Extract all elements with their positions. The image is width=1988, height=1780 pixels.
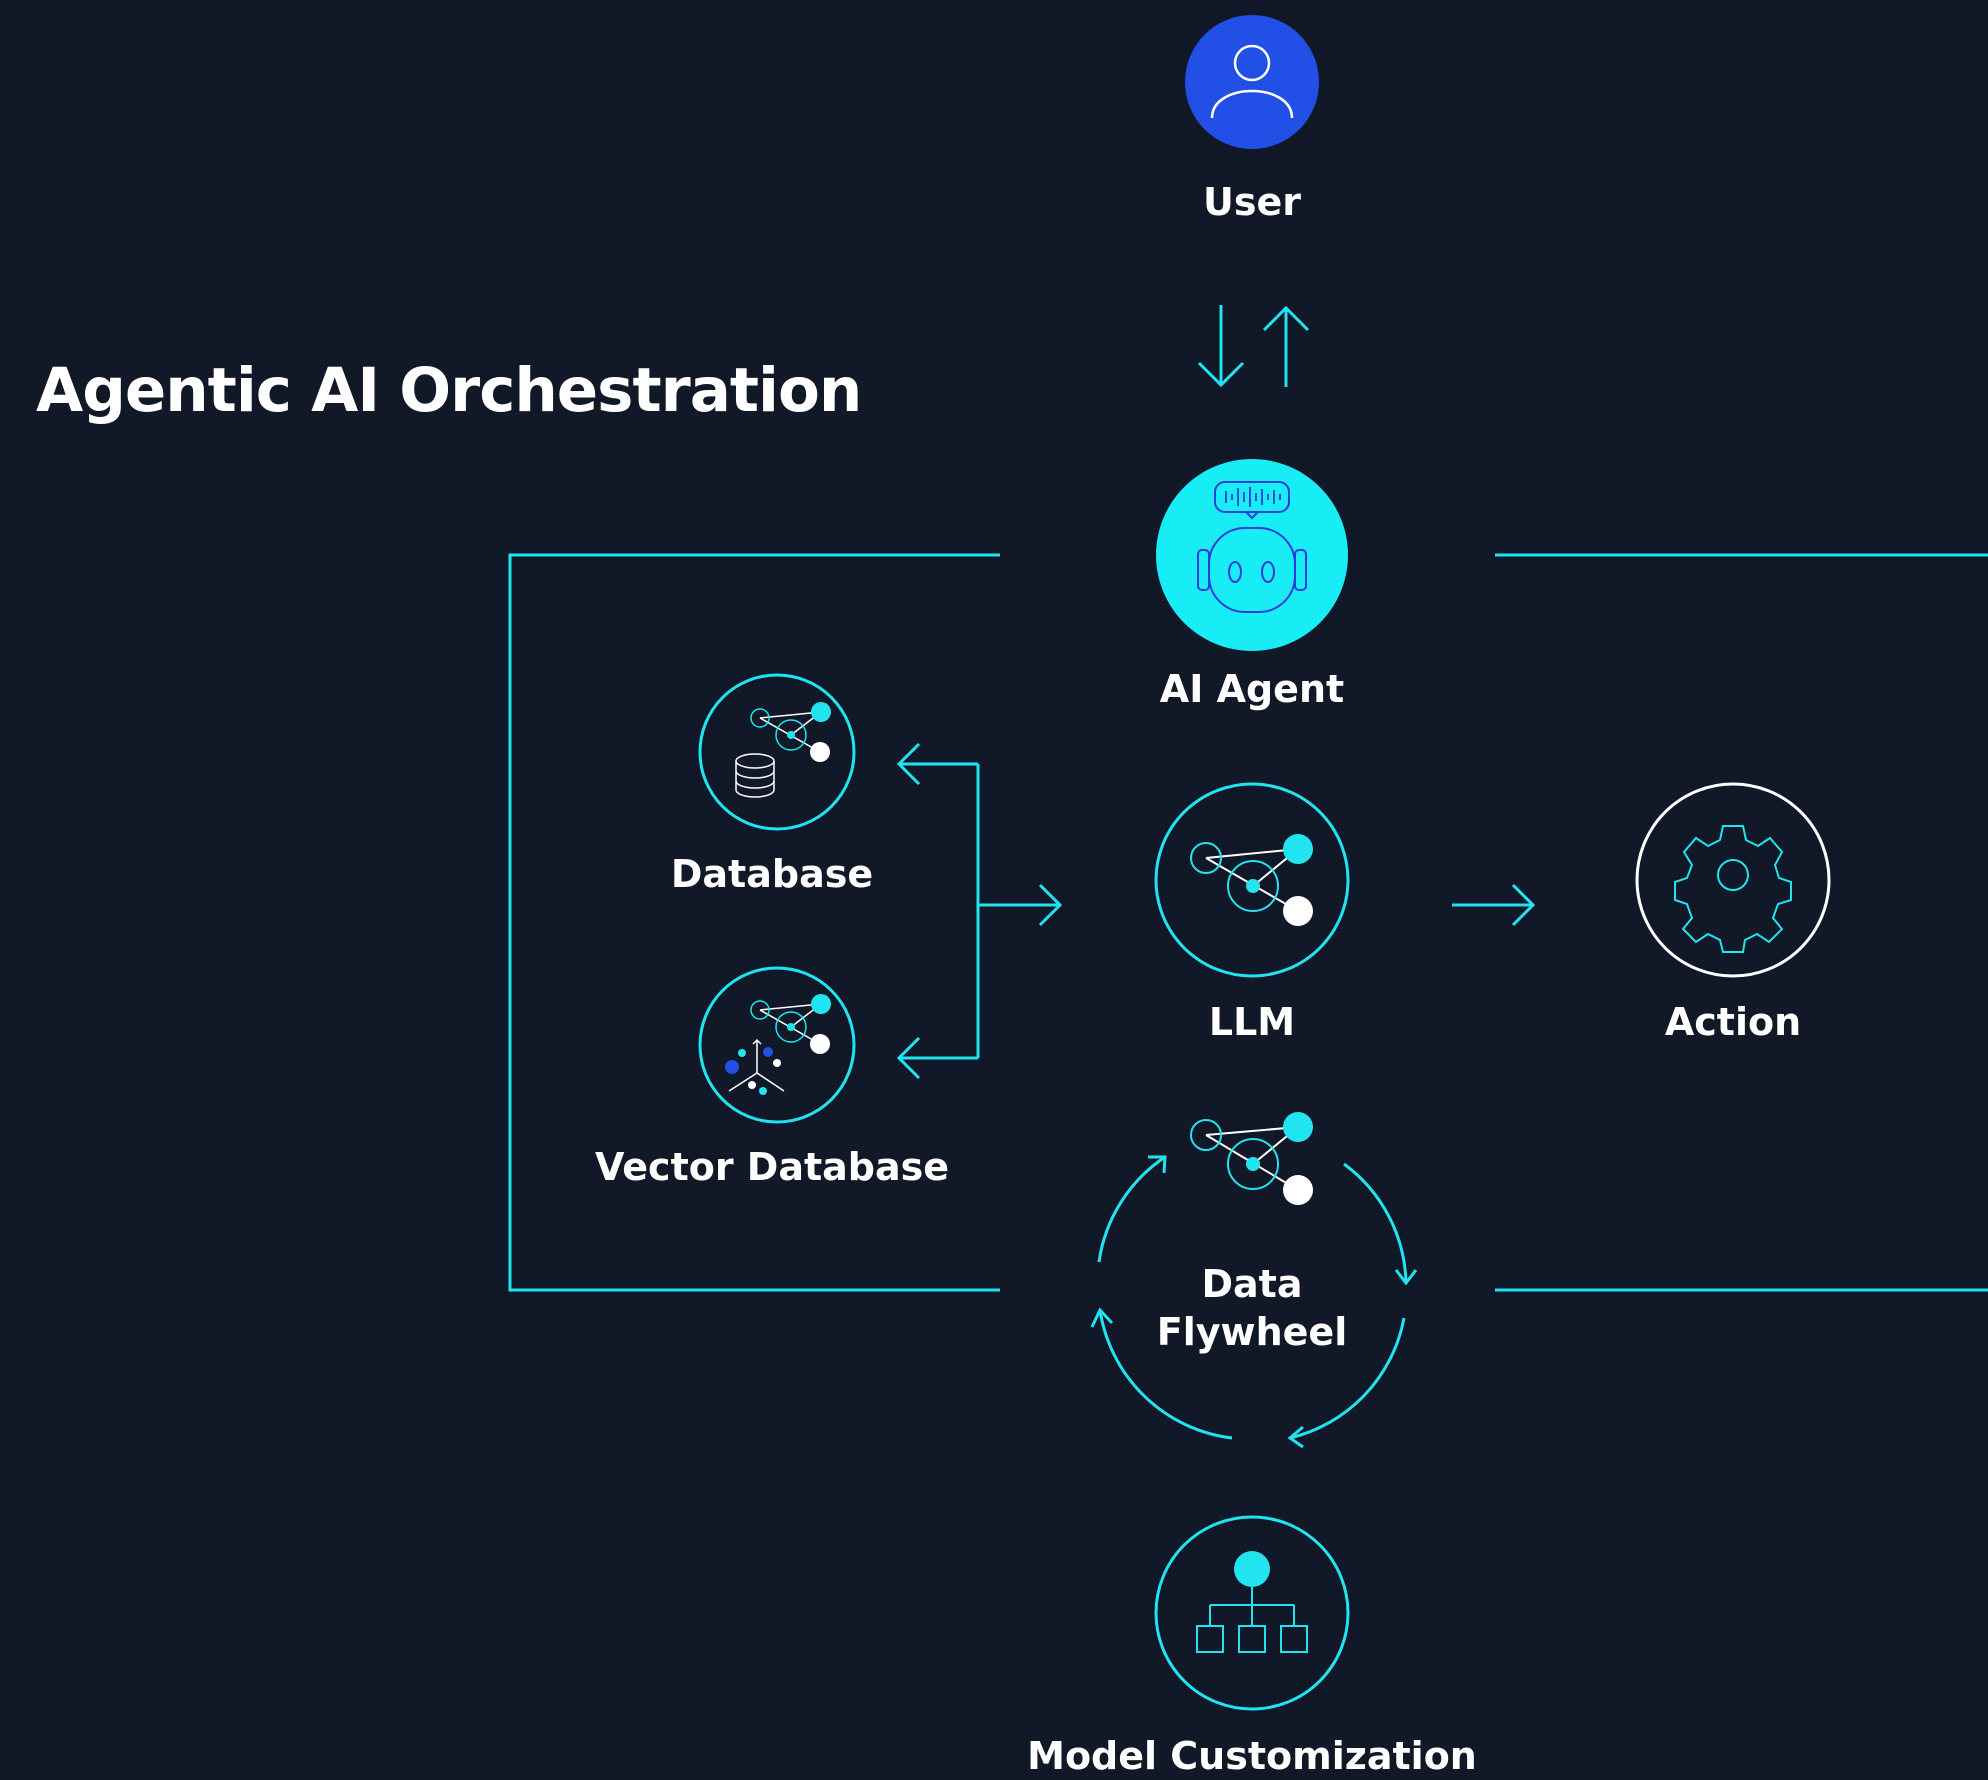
- page-title: Agentic AI Orchestration: [36, 355, 862, 426]
- flywheel-label-line1: Data: [1201, 1262, 1303, 1306]
- flywheel-label-line2: Flywheel: [1156, 1310, 1348, 1354]
- model-customization-label: Model Customization: [1027, 1734, 1477, 1778]
- robot-icon: [1197, 481, 1307, 613]
- agent-label: AI Agent: [1159, 667, 1345, 711]
- database-node: [698, 673, 856, 831]
- llm-action-arrow: [1452, 883, 1536, 927]
- vector-database-icon: [725, 994, 831, 1095]
- agent-node: [1156, 459, 1348, 651]
- db-llm-connector: [896, 742, 1063, 1080]
- user-node: [1185, 15, 1319, 149]
- flywheel-cycle-arrows: [1090, 1155, 1418, 1449]
- flywheel-node: [1090, 1112, 1418, 1449]
- action-label: Action: [1664, 1000, 1802, 1044]
- neural-network-icon: [1190, 834, 1313, 926]
- database-icon: [735, 702, 831, 798]
- model-customization-node: [1154, 1515, 1350, 1711]
- user-icon: [1210, 44, 1294, 119]
- action-node: [1635, 782, 1831, 978]
- llm-label: LLM: [1208, 1000, 1296, 1044]
- orchestration-frame: [508, 553, 1988, 1292]
- vector-database-node: [698, 966, 856, 1124]
- user-label: User: [1203, 180, 1301, 224]
- database-label: Database: [670, 852, 874, 896]
- user-agent-arrows: [1197, 305, 1310, 388]
- hierarchy-icon: [1196, 1551, 1308, 1653]
- neural-network-icon: [1190, 1112, 1313, 1205]
- llm-node: [1154, 782, 1350, 978]
- vector-database-label: Vector Database: [594, 1145, 950, 1189]
- gear-icon: [1674, 825, 1792, 953]
